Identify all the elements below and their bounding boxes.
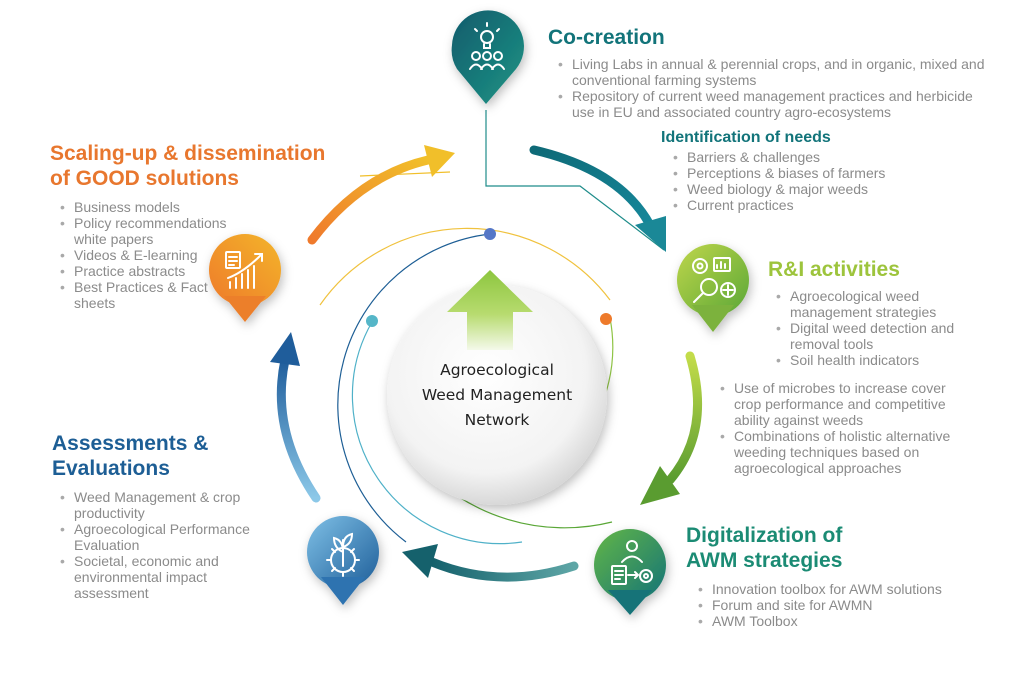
- research-magnifier-icon: [692, 257, 736, 303]
- title-line: AWM strategies: [686, 549, 843, 572]
- scaling-up-title: Scaling-up & dissemination of GOOD solut…: [50, 141, 325, 191]
- list-item: Forum and site for AWMN: [696, 597, 986, 613]
- connector-line-cocreation: [485, 110, 665, 251]
- list-item: Societal, economic and environmental imp…: [58, 553, 268, 601]
- ri-activities-title: R&I activities: [768, 258, 900, 281]
- connector-dot: [484, 228, 496, 240]
- title-line: Scaling-up & dissemination: [50, 142, 326, 165]
- list-item: Perceptions & biases of farmers: [671, 165, 961, 181]
- digital-worker-icon: [611, 540, 653, 585]
- list-item: Barriers & challenges: [671, 149, 961, 165]
- identification-of-needs-title: Identification of needs: [661, 129, 831, 146]
- up-arrow-icon: [447, 270, 533, 350]
- list-item: Business models: [58, 199, 243, 215]
- connector-dot: [600, 313, 612, 325]
- list-item: Policy recommendations white papers: [58, 215, 243, 247]
- list-item: Digital weed detection and removal tools: [774, 320, 989, 352]
- scaling-up-bullets: Business models Policy recommendations w…: [58, 199, 243, 311]
- center-hub-label: Agroecological Weed Management Network: [408, 358, 586, 433]
- list-item: Agroecological Performance Evaluation: [58, 521, 268, 553]
- cycle-arrow-scaling-to-cocreation: [307, 145, 455, 245]
- digitalization-bullets: Innovation toolbox for AWM solutions For…: [696, 581, 986, 629]
- list-item: Use of microbes to increase cover crop p…: [718, 380, 973, 428]
- assessments-bullets: Weed Management & crop productivity Agro…: [58, 489, 268, 601]
- cycle-arrow-cocreation-to-ri: [529, 145, 666, 252]
- co-creation-title: Co-creation: [548, 26, 665, 49]
- plant-gear-icon: [326, 532, 360, 577]
- list-item: Best Practices & Fact sheets: [58, 279, 243, 311]
- list-item: Videos & E-learning: [58, 247, 243, 263]
- cycle-arrow-digitalization-to-assessments: [402, 544, 579, 582]
- identification-of-needs-bullets: Barriers & challenges Perceptions & bias…: [671, 149, 961, 213]
- people-lightbulb-icon: [469, 22, 505, 70]
- list-item: Weed biology & major weeds: [671, 181, 961, 197]
- list-item: AWM Toolbox: [696, 613, 986, 629]
- center-label-line: Weed Management: [421, 386, 573, 404]
- connector-dot: [366, 315, 378, 327]
- digitalization-title: Digitalization of AWM strategies: [686, 523, 842, 573]
- center-hub: [387, 285, 607, 505]
- list-item: Agroecological weed management strategie…: [774, 288, 989, 320]
- connector-line-inner: [351, 321, 523, 545]
- list-item: Current practices: [671, 197, 961, 213]
- connector-line-left: [337, 233, 491, 543]
- connector-line-outer: [319, 227, 611, 306]
- list-item: Living Labs in annual & perennial crops,…: [556, 56, 996, 88]
- list-item: Practice abstracts: [58, 263, 243, 279]
- ri-activities-bullets: Agroecological weed management strategie…: [774, 288, 989, 368]
- title-line: Digitalization of: [686, 524, 843, 547]
- title-line: Evaluations: [52, 457, 170, 480]
- ri-activities-extra-bullets: Use of microbes to increase cover crop p…: [718, 380, 973, 476]
- list-item: Combinations of holistic alternative wee…: [718, 428, 973, 476]
- cycle-arrow-ri-to-digitalization: [640, 351, 703, 505]
- center-label-line: Agroecological: [440, 361, 554, 379]
- co-creation-bullets: Living Labs in annual & perennial crops,…: [556, 56, 996, 120]
- title-line: Assessments &: [52, 432, 209, 455]
- center-label-line: Network: [464, 411, 530, 429]
- list-item: Soil health indicators: [774, 352, 989, 368]
- connector-line-scaling: [359, 171, 451, 177]
- list-item: Weed Management & crop productivity: [58, 489, 268, 521]
- pin-ri-activities: [677, 244, 749, 332]
- cycle-arrow-assessments-to-scaling: [270, 332, 321, 503]
- title-line: of GOOD solutions: [50, 167, 239, 190]
- assessments-title: Assessments & Evaluations: [52, 431, 208, 481]
- pin-co-creation: [451, 10, 524, 104]
- list-item: Innovation toolbox for AWM solutions: [696, 581, 986, 597]
- list-item: Repository of current weed management pr…: [556, 88, 996, 120]
